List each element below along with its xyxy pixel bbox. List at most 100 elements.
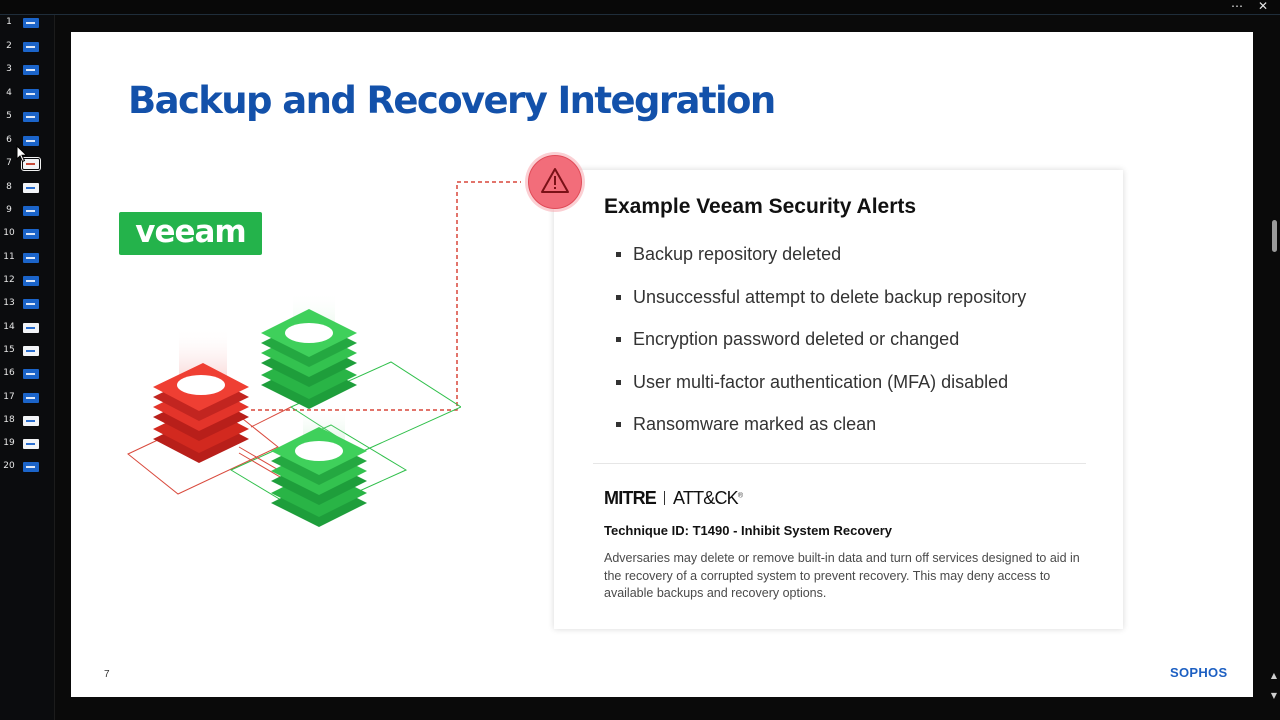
green-server-top bbox=[261, 309, 357, 409]
slide-thumbnail-image bbox=[23, 229, 39, 239]
mitre-logo-right: ATT&CK bbox=[673, 488, 739, 508]
slide-thumbnail-number: 19 bbox=[3, 438, 15, 448]
bullet-icon bbox=[616, 294, 621, 300]
registered-mark: ® bbox=[737, 492, 744, 500]
slide-thumbnail[interactable]: 8 bbox=[0, 180, 54, 200]
card-divider bbox=[593, 463, 1086, 464]
slide-title: Backup and Recovery Integration bbox=[128, 79, 776, 122]
list-item: Backup repository deleted bbox=[614, 244, 1026, 287]
scroll-down-arrow-icon[interactable]: ▼ bbox=[1270, 691, 1278, 700]
slide-thumbnail-number: 20 bbox=[3, 461, 15, 471]
list-item: Ransomware marked as clean bbox=[614, 414, 1026, 457]
slide-thumbnail-image bbox=[23, 206, 39, 216]
more-options-button[interactable]: ⋯ bbox=[1226, 0, 1248, 14]
sophos-logo: SOPHOS bbox=[1170, 665, 1228, 680]
slide-thumbnail-image bbox=[23, 323, 39, 333]
slide-thumbnail[interactable]: 13 bbox=[0, 296, 54, 316]
slide-thumbnail-number: 3 bbox=[6, 64, 12, 74]
slide-thumbnail-image bbox=[23, 18, 39, 28]
veeam-logo: veeam bbox=[119, 212, 262, 255]
bullet-icon bbox=[616, 379, 621, 385]
slide-thumbnail-image bbox=[23, 276, 39, 286]
slide-thumbnail[interactable]: 7 bbox=[0, 156, 54, 176]
slide-thumbnail[interactable]: 16 bbox=[0, 366, 54, 386]
scrollbar-thumb[interactable] bbox=[1272, 220, 1277, 252]
red-compromised-server bbox=[153, 363, 249, 463]
slide-thumbnail-image bbox=[23, 462, 39, 472]
slide-thumbnail-image bbox=[23, 112, 39, 122]
slide-thumbnail-number: 7 bbox=[6, 158, 12, 168]
slide-thumbnail[interactable]: 14 bbox=[0, 320, 54, 340]
list-item: User multi-factor authentication (MFA) d… bbox=[614, 372, 1026, 415]
slide-thumbnail-number: 6 bbox=[6, 135, 12, 145]
slide-thumbnail[interactable]: 12 bbox=[0, 273, 54, 293]
slide-thumbnail-image bbox=[23, 65, 39, 75]
green-server-bottom bbox=[271, 427, 367, 527]
slide-thumbnail[interactable]: 20 bbox=[0, 459, 54, 479]
bullet-icon bbox=[616, 337, 621, 342]
slide-thumbnail-number: 1 bbox=[6, 17, 12, 27]
more-dots-icon: ⋯ bbox=[1231, 0, 1243, 13]
slide-thumbnail-number: 11 bbox=[3, 252, 15, 262]
slide-thumbnail-number: 4 bbox=[6, 88, 12, 98]
slide-thumbnail-number: 5 bbox=[6, 111, 12, 121]
close-icon: ✕ bbox=[1257, 0, 1269, 13]
technique-id: Technique ID: T1490 - Inhibit System Rec… bbox=[604, 523, 893, 538]
vertical-scrollbar[interactable]: ▲ ▼ bbox=[1266, 15, 1280, 720]
slide-thumbnail[interactable]: 1 bbox=[0, 15, 54, 35]
slide-thumbnail-number: 16 bbox=[3, 368, 15, 378]
dashed-connector-line bbox=[251, 181, 521, 411]
slide-thumbnail-number: 17 bbox=[3, 392, 15, 402]
list-item: Unsuccessful attempt to delete backup re… bbox=[614, 287, 1026, 330]
slide-thumbnail-image bbox=[23, 183, 39, 193]
slide-thumbnail[interactable]: 6 bbox=[0, 133, 54, 153]
slide-canvas: Backup and Recovery Integration veeam bbox=[71, 32, 1253, 697]
slide-thumbnail-image bbox=[23, 439, 39, 449]
slide-thumbnail-number: 9 bbox=[6, 205, 12, 215]
slide-thumbnail-number: 12 bbox=[3, 275, 15, 285]
slide-thumbnail[interactable]: 18 bbox=[0, 413, 54, 433]
slide-thumbnail-image bbox=[23, 253, 39, 263]
mitre-logo-left: MITRE bbox=[604, 488, 657, 508]
slide-thumbnail[interactable]: 17 bbox=[0, 390, 54, 410]
slide-thumbnail-image bbox=[23, 346, 39, 356]
scroll-up-arrow-icon[interactable]: ▲ bbox=[1270, 671, 1278, 680]
security-alerts-card: Example Veeam Security Alerts Backup rep… bbox=[554, 170, 1123, 629]
alert-list: Backup repository deleted Unsuccessful a… bbox=[614, 244, 1026, 457]
slide-thumbnail-number: 15 bbox=[3, 345, 15, 355]
slide-thumbnail-image bbox=[23, 89, 39, 99]
mouse-cursor-icon bbox=[16, 145, 28, 163]
slide-thumbnail-number: 10 bbox=[3, 228, 15, 238]
slide-thumbnail[interactable]: 11 bbox=[0, 250, 54, 270]
slide-thumbnail-number: 13 bbox=[3, 298, 15, 308]
slide-thumbnail-image bbox=[23, 42, 39, 52]
close-button[interactable]: ✕ bbox=[1252, 0, 1274, 14]
slide-thumbnail-number: 18 bbox=[3, 415, 15, 425]
card-title: Example Veeam Security Alerts bbox=[604, 195, 917, 218]
slide-thumbnail-number: 14 bbox=[3, 322, 15, 332]
technique-description: Adversaries may delete or remove built-i… bbox=[604, 551, 1080, 600]
slide-thumbnail[interactable]: 9 bbox=[0, 203, 54, 223]
slide-thumbnail[interactable]: 4 bbox=[0, 86, 54, 106]
bullet-icon bbox=[616, 252, 621, 257]
slide-thumbnail[interactable]: 19 bbox=[0, 436, 54, 456]
slide-thumbnail-image bbox=[23, 136, 39, 146]
mitre-logo-separator bbox=[664, 491, 665, 505]
slide-thumbnail-image bbox=[23, 299, 39, 309]
slide-thumbnail-image bbox=[23, 369, 39, 379]
slide-thumbnail-number: 8 bbox=[6, 182, 12, 192]
warning-alert-icon bbox=[525, 152, 585, 212]
slide-thumbnail[interactable]: 10 bbox=[0, 226, 54, 246]
slide-thumbnail[interactable]: 5 bbox=[0, 109, 54, 129]
slide-thumbnail-image bbox=[23, 416, 39, 426]
window-title-bar: ⋯ ✕ bbox=[0, 0, 1280, 15]
slide-thumbnail[interactable]: 15 bbox=[0, 343, 54, 363]
slide-thumbnail[interactable]: 2 bbox=[0, 39, 54, 59]
slide-thumbnail-image bbox=[23, 393, 39, 403]
bullet-icon bbox=[616, 422, 621, 427]
slide-page-number: 7 bbox=[104, 669, 110, 680]
mitre-attack-logo: MITRE ATT&CK® bbox=[604, 488, 743, 509]
list-item: Encryption password deleted or changed bbox=[614, 329, 1026, 372]
slide-thumbnail[interactable]: 3 bbox=[0, 62, 54, 82]
